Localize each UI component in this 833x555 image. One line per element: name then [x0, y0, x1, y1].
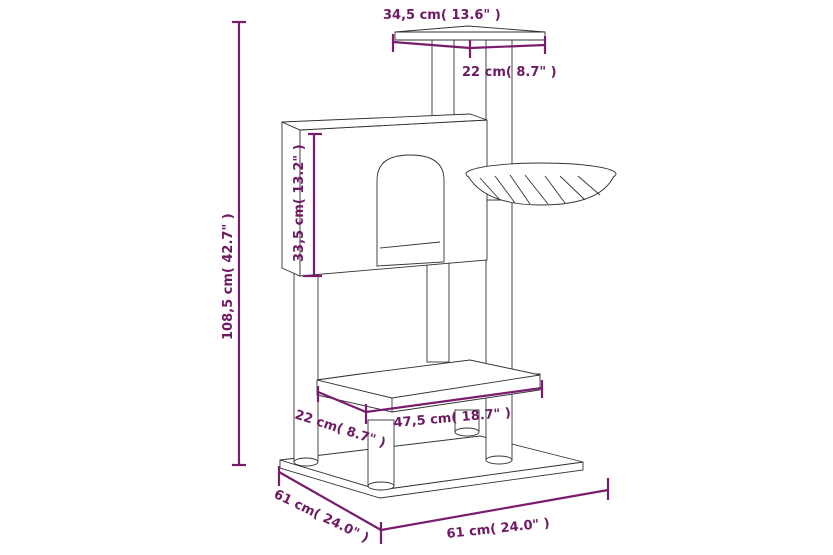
basket	[465, 162, 617, 206]
total-height-label: 108,5 cm( 42.7" )	[221, 213, 236, 340]
top-platform	[394, 25, 546, 41]
condo	[281, 113, 488, 277]
top-depth-label: 22 cm( 8.7" )	[462, 65, 557, 80]
dimension-lines	[232, 20, 610, 544]
condo-height-label: 33,5 cm( 13.2" )	[292, 144, 307, 262]
top-width-label: 34,5 cm( 13.6" )	[383, 8, 501, 23]
base-plate	[279, 435, 584, 499]
posts	[293, 39, 513, 491]
base-width-label: 61 cm( 24.0" )	[446, 516, 551, 542]
middle-platform	[316, 359, 541, 413]
